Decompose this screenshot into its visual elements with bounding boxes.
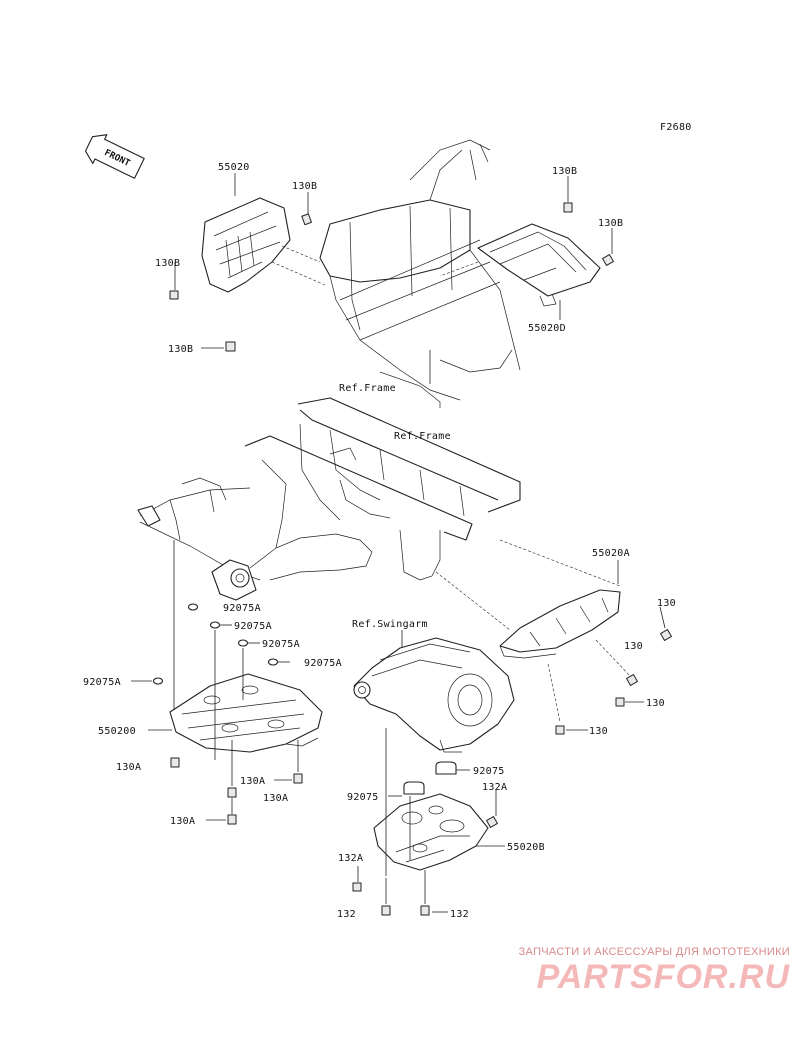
label-92075: 92075 [347, 792, 379, 803]
label-92075A: 92075A [83, 677, 121, 688]
label-92075A: 92075A [304, 658, 342, 669]
part-55020A-rear-skid [499, 589, 621, 659]
label-55020C: 550200 [98, 726, 136, 737]
front-arrow-icon: FRONT [84, 134, 145, 179]
plug-92075A-group [152, 603, 279, 685]
part-55020-front-guard [201, 197, 291, 293]
label-130B: 130B [552, 166, 577, 177]
label-132: 132 [337, 909, 356, 920]
label-130A: 130A [170, 816, 195, 827]
label-130B: 130B [292, 181, 317, 192]
label-130A: 130A [116, 762, 141, 773]
part-55020C-front-skid [169, 673, 323, 753]
label-130: 130 [624, 641, 643, 652]
bolt-130-group [555, 629, 672, 735]
part-55020D-rear-guard [477, 223, 601, 307]
label-55020: 55020 [218, 162, 250, 173]
label-130B: 130B [155, 258, 180, 269]
lower-left-leader-lines [131, 624, 299, 821]
part-55020B-rear-skid [373, 793, 489, 871]
label-130B: 130B [598, 218, 623, 229]
label-55020B: 55020B [507, 842, 545, 853]
label-92075: 92075 [473, 766, 505, 777]
label-92075A: 92075A [234, 621, 272, 632]
label-130: 130 [589, 726, 608, 737]
diagram-code: F2680 [660, 122, 692, 133]
bolt-130B-group [169, 202, 614, 352]
plug-92075-group [403, 761, 457, 795]
label-132A: 132A [338, 853, 363, 864]
label-130: 130 [646, 698, 665, 709]
label-130B: 130B [168, 344, 193, 355]
bolt-130A-group [170, 757, 303, 825]
middle-leader-lines [173, 539, 666, 731]
upper-leader-lines [174, 173, 613, 384]
watermark-logo: PARTSFOR.RU [536, 958, 790, 996]
label-55020D: 55020D [528, 323, 566, 334]
label-ref-frame: Ref.Frame [394, 431, 451, 442]
label-55020A: 55020A [592, 548, 630, 559]
label-132A: 132A [482, 782, 507, 793]
label-130A: 130A [240, 776, 265, 787]
upper-frame-sketch [319, 139, 521, 408]
swingarm-sketch [353, 637, 515, 753]
bolt-132-group [352, 816, 498, 916]
label-130: 130 [657, 598, 676, 609]
label-ref-frame: Ref.Frame [339, 383, 396, 394]
label-ref-swingarm: Ref.Swingarm [352, 619, 428, 630]
lower-right-leader-lines [357, 630, 505, 913]
label-92075A: 92075A [262, 639, 300, 650]
label-130A: 130A [263, 793, 288, 804]
watermark: ЗАПЧАСТИ И АКСЕССУАРЫ ДЛЯ МОТОТЕХНИКИ PA… [470, 946, 790, 996]
label-92075A: 92075A [223, 603, 261, 614]
label-132: 132 [450, 909, 469, 920]
main-frame-sketch [137, 397, 521, 601]
watermark-tagline: ЗАПЧАСТИ И АКСЕССУАРЫ ДЛЯ МОТОТЕХНИКИ [518, 946, 790, 958]
